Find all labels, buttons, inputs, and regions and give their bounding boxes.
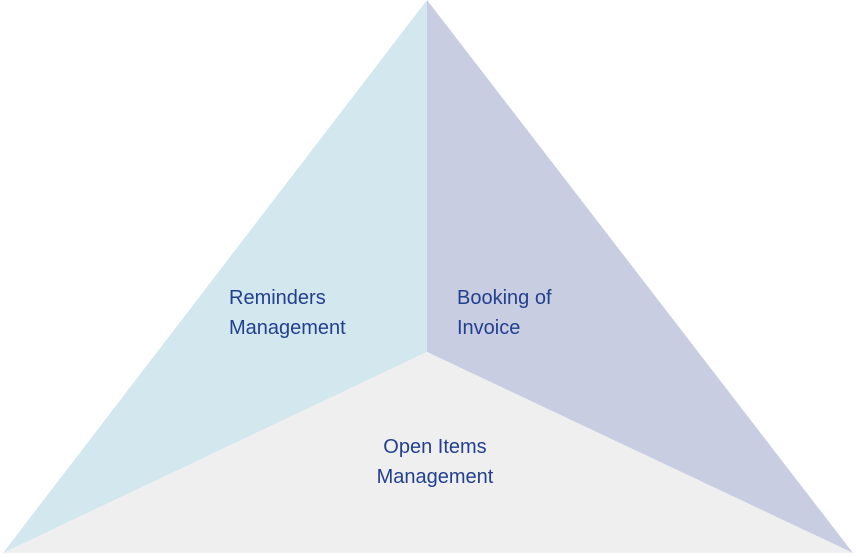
label-line: Open Items (383, 436, 487, 458)
label-booking-of-invoice: Booking of Invoice (457, 283, 552, 343)
segment-open-items-management (3, 352, 853, 553)
label-open-items-management: Open Items Management (335, 432, 535, 492)
label-line: Reminders (229, 287, 326, 309)
label-line: Management (229, 317, 346, 339)
segment-reminders-management (3, 0, 427, 553)
label-line: Invoice (457, 317, 521, 339)
label-line: Booking of (457, 287, 552, 309)
label-reminders-management: Reminders Management (229, 283, 346, 343)
segment-booking-of-invoice (427, 0, 853, 553)
label-line: Management (376, 466, 494, 488)
